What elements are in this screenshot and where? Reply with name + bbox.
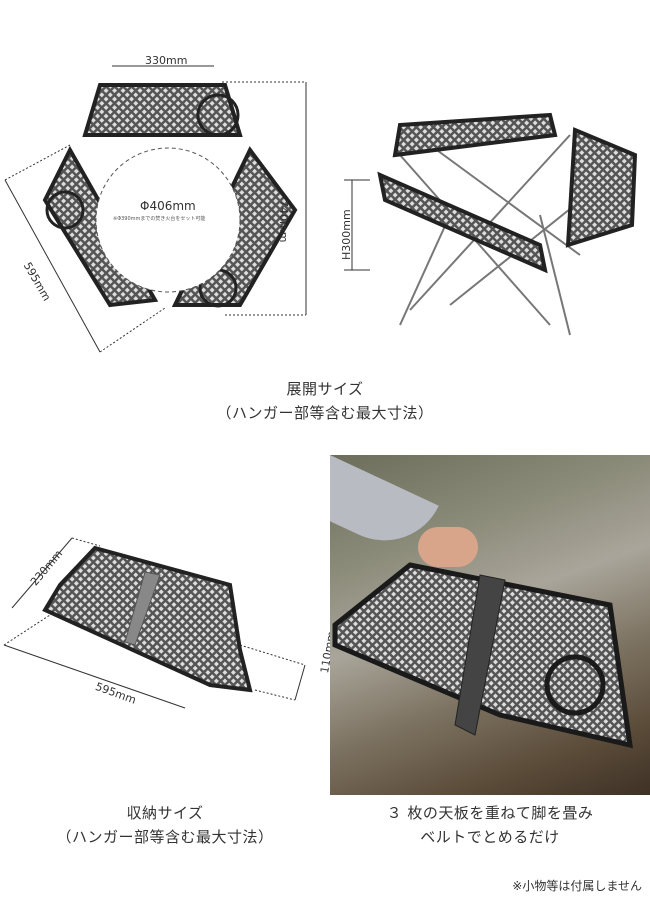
folded-diagram [3, 537, 306, 709]
expanded-top-view-diagram [4, 65, 307, 353]
footnote: ※小物等は付属しません [512, 879, 642, 893]
usage-caption-line1: ３ 枚の天板を重ねて脚を畳み [386, 804, 594, 822]
expanded-perspective-photo [344, 112, 638, 336]
diameter-note: ※Φ390mmまでの焚き火台をセット可能 [113, 216, 206, 222]
hand [418, 527, 478, 567]
width-dimension-label: 330mm [145, 54, 188, 67]
diameter-label: Φ406mm [140, 199, 196, 213]
leg-height-label: H300mm [340, 209, 353, 260]
expanded-caption-subtitle: （ハンガー部等含む最大寸法） [216, 404, 434, 422]
height-dimension-label: 740mm [277, 200, 290, 243]
usage-photo [330, 455, 650, 795]
folded-caption-title: 収納サイズ [126, 804, 204, 822]
expanded-caption-title: 展開サイズ [286, 380, 364, 398]
folded-caption-subtitle: （ハンガー部等含む最大寸法） [56, 828, 274, 846]
usage-caption-line2: ベルトでとめるだけ [420, 828, 560, 846]
